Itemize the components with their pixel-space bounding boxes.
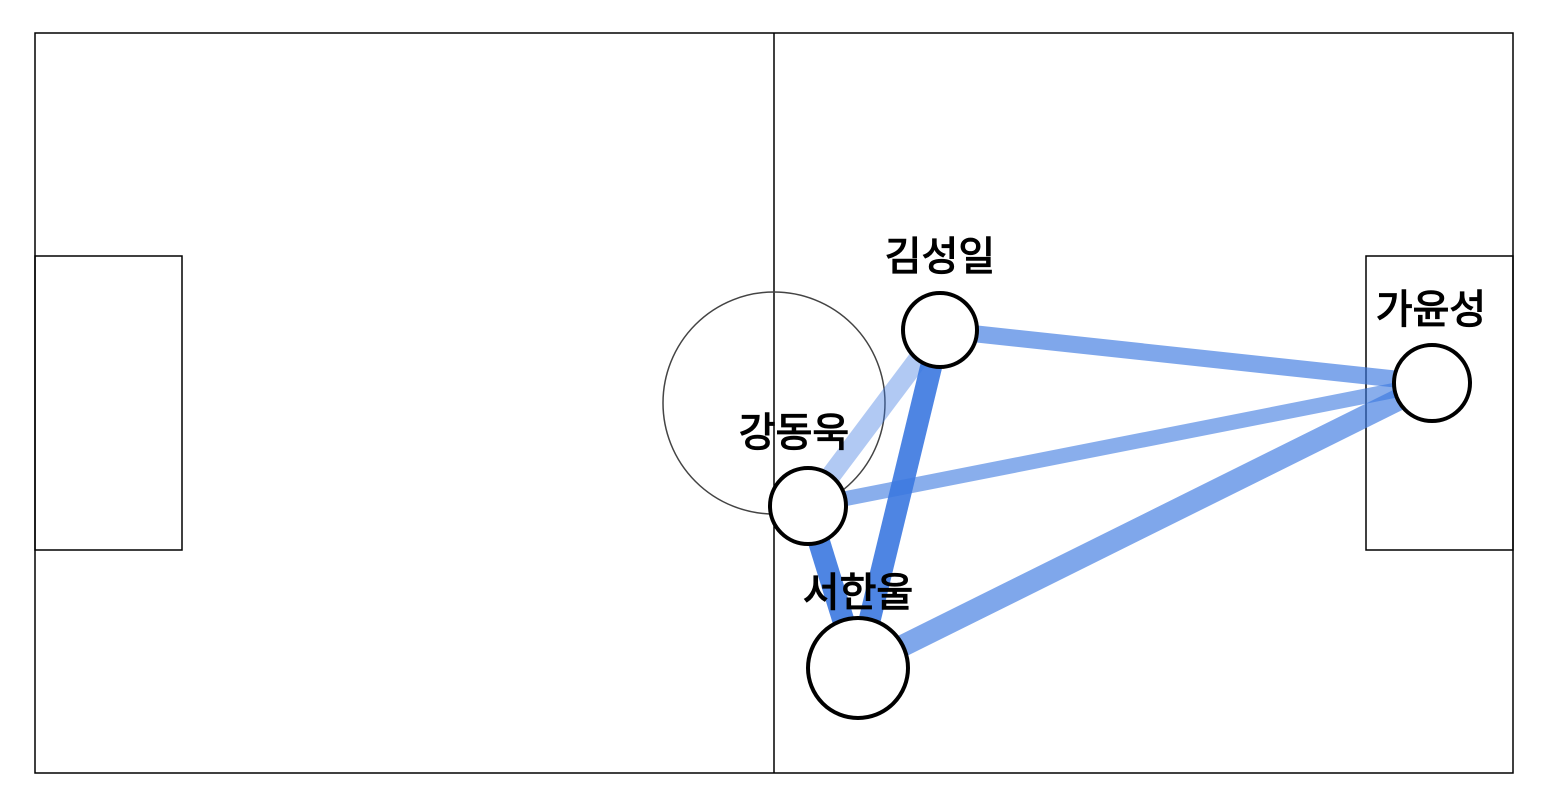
left-penalty-box [34, 255, 183, 551]
connection-kim-seo [847, 327, 951, 671]
player-node-seo: 서한울 [803, 570, 913, 720]
connection-seo-ga [853, 373, 1437, 678]
player-label: 강동욱 [739, 410, 849, 456]
player-label: 김성일 [885, 234, 995, 280]
player-label: 서한울 [803, 570, 913, 616]
player-node-ga: 가윤성 [1376, 287, 1486, 423]
player-circle [1392, 343, 1472, 423]
player-circle [768, 466, 848, 546]
player-circle [806, 616, 910, 720]
connections-layer [797, 321, 1437, 678]
player-label: 가윤성 [1376, 287, 1486, 333]
connection-kang-ga [806, 375, 1434, 514]
player-circle [901, 291, 979, 369]
player-node-kang: 강동욱 [739, 410, 849, 546]
connection-kim-ga [939, 321, 1433, 392]
player-node-kim: 김성일 [885, 234, 995, 369]
